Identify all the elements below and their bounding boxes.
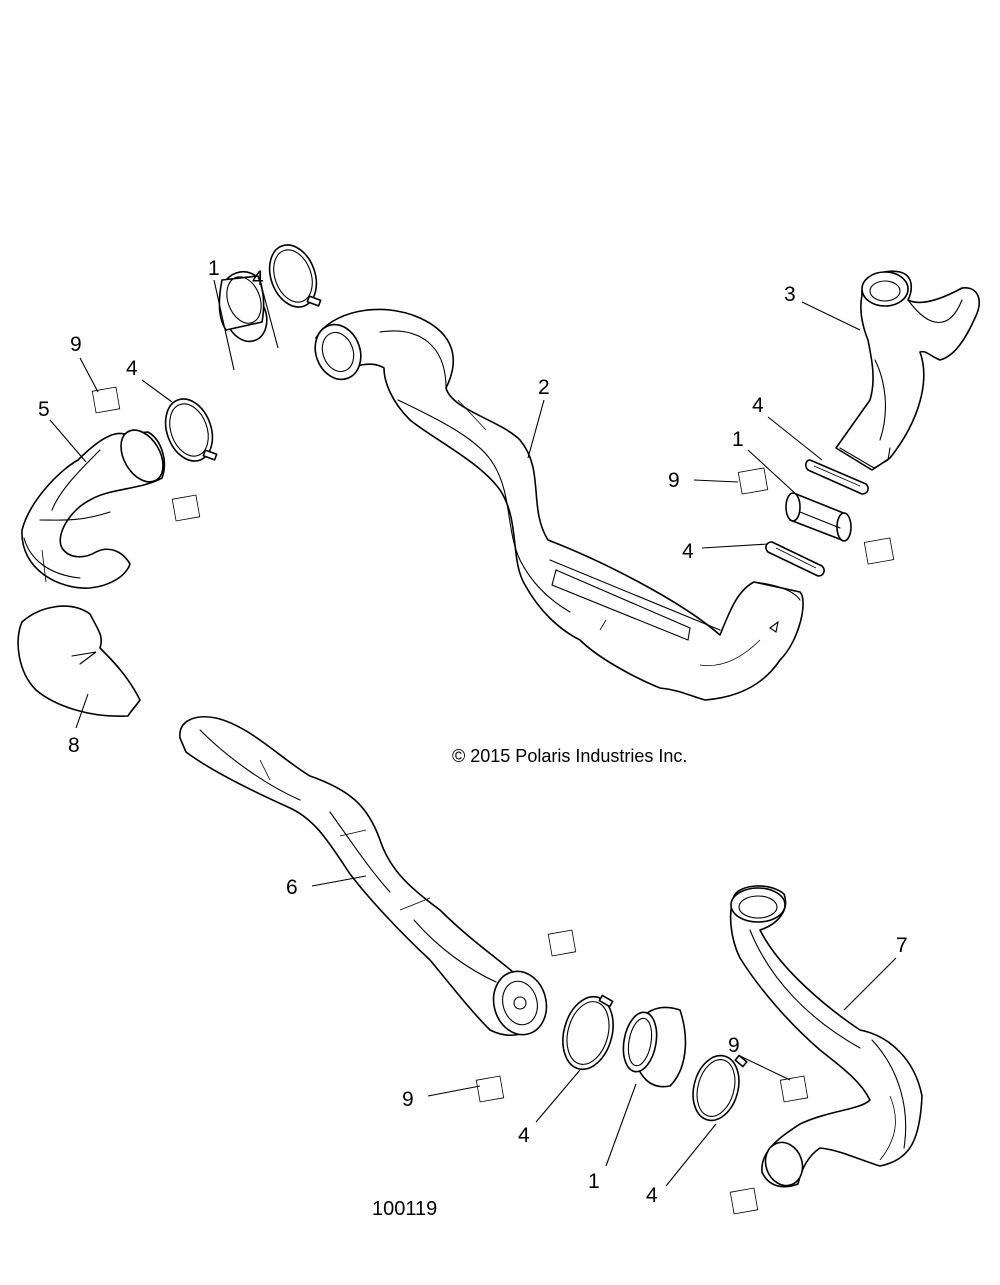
callout-3: 3 (784, 283, 796, 306)
callout-4: 4 (752, 394, 764, 417)
clamp-4-upper-left-a (164, 398, 218, 462)
duct-part-2 (314, 308, 804, 701)
callout-4: 4 (646, 1184, 658, 1207)
callout-7: 7 (896, 934, 908, 957)
clamp-4-right-b (765, 541, 825, 577)
duct-part-3 (835, 270, 980, 471)
copyright-notice: © 2015 Polaris Industries Inc. (452, 746, 687, 766)
drawing-number: 100119 (372, 1198, 437, 1220)
clamp-4-upper-left-b (268, 244, 322, 308)
callout-8: 8 (68, 734, 80, 757)
callout-9: 9 (668, 469, 680, 492)
duct-part-6 (179, 716, 548, 1036)
callout-6: 6 (286, 876, 298, 899)
clamp-4-lower-a (562, 994, 614, 1071)
label-part-9-d (863, 537, 895, 565)
label-part-9-a (91, 386, 121, 414)
callout-9: 9 (728, 1034, 740, 1057)
label-part-9-e (547, 929, 577, 957)
callout-4: 4 (252, 267, 264, 290)
callout-5: 5 (38, 398, 50, 421)
callout-9: 9 (70, 333, 82, 356)
label-part-9-h (729, 1187, 759, 1215)
duct-part-7 (729, 885, 923, 1188)
callout-4: 4 (518, 1124, 530, 1147)
leader-lines (49, 279, 897, 1187)
callout-1: 1 (208, 257, 220, 280)
callout-4: 4 (126, 357, 138, 380)
shield-part-8 (17, 605, 141, 717)
coupler-1-upper-left (218, 270, 268, 343)
label-part-9-g (779, 1075, 809, 1103)
callout-4: 4 (682, 540, 694, 563)
duct-part-5 (21, 429, 166, 589)
label-part-9-f (475, 1075, 505, 1103)
label-part-9-c (737, 467, 769, 495)
callout-2: 2 (538, 376, 550, 399)
callout-9: 9 (402, 1088, 414, 1111)
callout-1: 1 (588, 1170, 600, 1193)
callout-1: 1 (732, 428, 744, 451)
clamp-4-right-a (805, 459, 869, 495)
clamp-4-lower-b (692, 1054, 748, 1122)
callout-numbers: 1 4 9 4 5 2 3 4 1 9 4 8 6 7 9 9 4 1 4 (38, 257, 908, 1207)
label-part-9-b (171, 494, 201, 522)
coupler-1-right (785, 492, 852, 542)
coupler-1-lower (622, 1006, 687, 1088)
